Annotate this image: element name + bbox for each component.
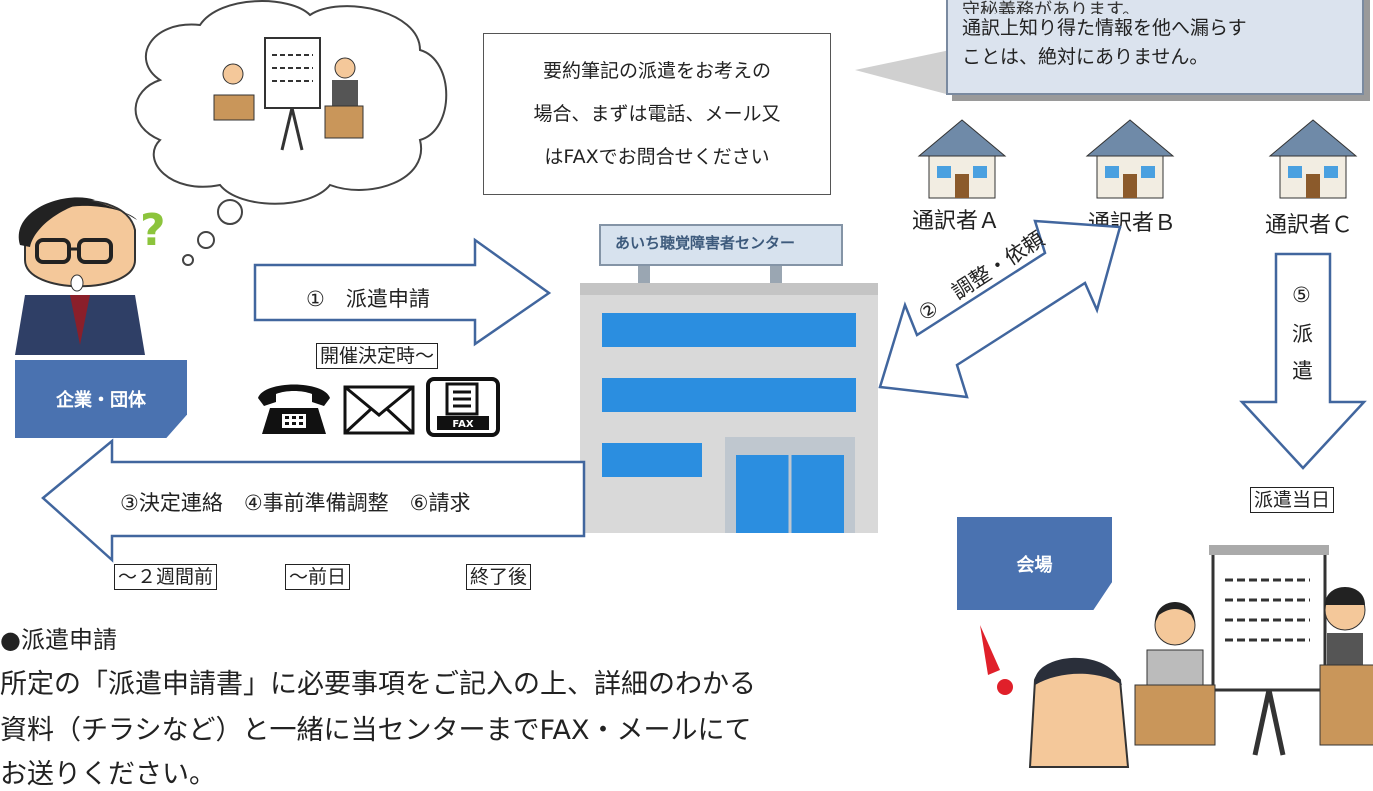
confused-man-illustration: ? xyxy=(15,197,166,355)
section-body-line: 所定の「派遣申請書」に必要事項をご記入の上、詳細のわかる xyxy=(0,669,756,700)
phone-icon xyxy=(258,384,330,434)
center-sign: あいち聴覚障害者センター xyxy=(615,234,796,252)
venue-label: 会場 xyxy=(957,517,1112,610)
house-icon xyxy=(1085,119,1175,199)
dispatch-number: ⑤ xyxy=(1292,283,1311,307)
callout-box: 守秘義務があります。 通訳上知り得た情報を他へ漏らす ことは、絶対にありません。 xyxy=(946,0,1364,95)
section-body-line: 資料（チラシなど）と一緒に当センターまでFAX・メールにて xyxy=(0,715,752,746)
venue-label-text: 会場 xyxy=(1016,554,1053,576)
house-icon xyxy=(917,119,1007,199)
thought-bubble xyxy=(134,0,448,266)
dispatch-char: 遣 xyxy=(1292,359,1313,383)
house-icon xyxy=(1268,119,1358,199)
svg-text:FAX: FAX xyxy=(452,419,473,430)
response-arrow xyxy=(41,438,586,563)
time-tag-after: 終了後 xyxy=(466,564,532,590)
info-line: 要約筆記の派遣をお考えの xyxy=(542,60,771,82)
interpreter-label-a: 通訳者Ａ xyxy=(912,209,1001,234)
callout-pointer xyxy=(855,50,950,95)
dispatch-arrow xyxy=(1239,252,1367,470)
apply-arrow xyxy=(253,237,552,347)
info-box: 要約筆記の派遣をお考えの 場合、まずは電話、メール又 はFAXでお問合せください xyxy=(483,33,831,195)
adjust-double-arrow xyxy=(878,219,1122,399)
mail-icon xyxy=(343,385,415,435)
venue-scene xyxy=(1134,545,1373,756)
client-label: 企業・団体 xyxy=(15,360,187,438)
audience-person-illustration xyxy=(980,625,1130,768)
dispatch-char: 派 xyxy=(1292,322,1313,346)
callout-line: ことは、絶対にありません。 xyxy=(962,46,1209,68)
fax-icon: FAX xyxy=(426,377,500,437)
svg-text:?: ? xyxy=(140,205,166,256)
dispatch-time-tag: 派遣当日 xyxy=(1250,487,1335,513)
section-body-line: お送りください。 xyxy=(0,759,216,790)
apply-time-tag: 開催決定時～ xyxy=(316,343,439,369)
client-label-text: 企業・団体 xyxy=(56,390,146,411)
time-tag-previous-day: ～前日 xyxy=(285,564,351,590)
section-heading: ●派遣申請 xyxy=(0,626,117,654)
callout-top-line: 守秘義務があります。 xyxy=(962,0,1141,14)
response-arrow-label: ③決定連絡 ④事前準備調整 ⑥請求 xyxy=(120,491,471,515)
interpreter-label-c: 通訳者Ｃ xyxy=(1265,213,1354,238)
callout-line: 通訳上知り得た情報を他へ漏らす xyxy=(962,17,1247,39)
apply-arrow-label: ① 派遣申請 xyxy=(306,287,430,311)
info-line: はFAXでお問合せください xyxy=(544,146,770,168)
center-building xyxy=(580,224,878,533)
info-line: 場合、まずは電話、メール又 xyxy=(533,103,781,125)
time-tag-2weeks: ～２週間前 xyxy=(114,564,218,590)
